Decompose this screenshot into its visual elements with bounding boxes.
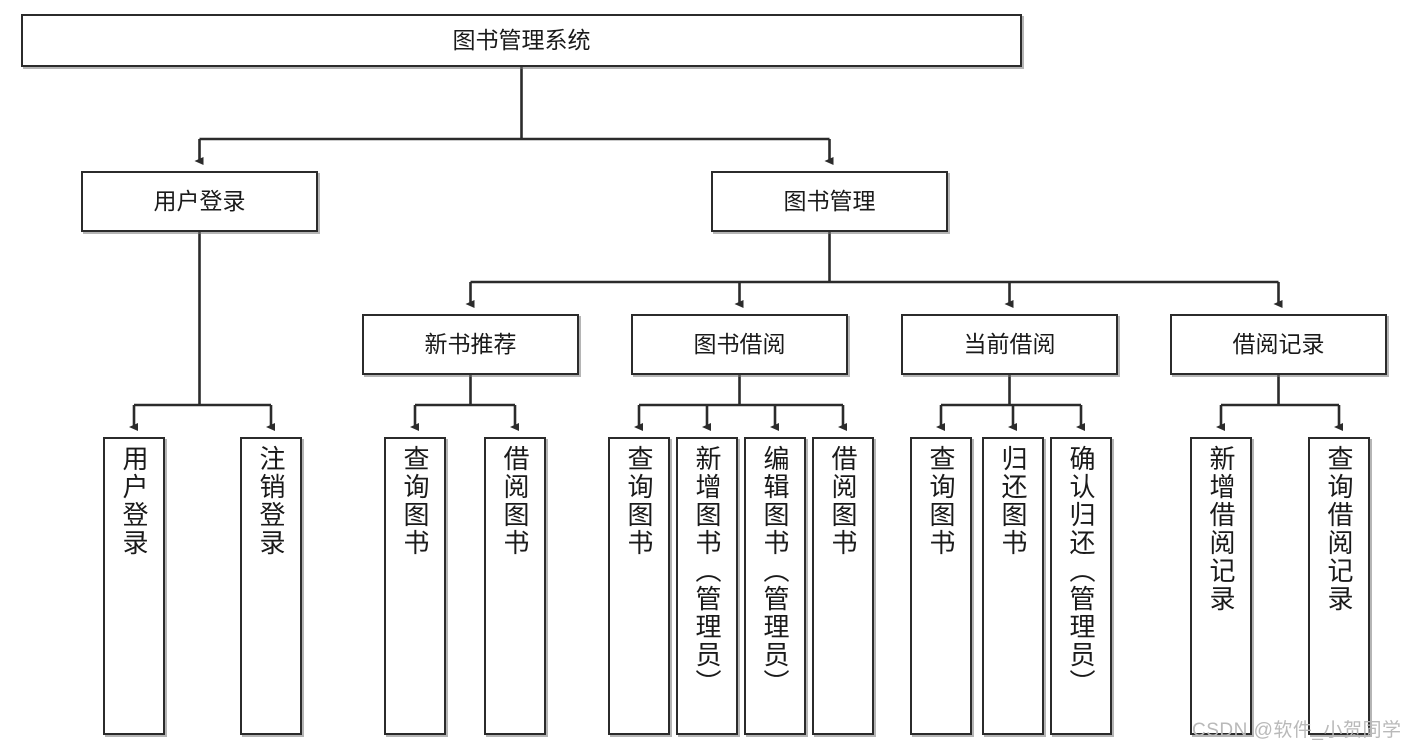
node-label: 查询借阅记录 — [1324, 445, 1354, 613]
node-label: 图书借阅 — [693, 330, 786, 357]
node-label: 查询图书 — [624, 445, 654, 557]
node-records[interactable]: 借阅记录 — [1170, 314, 1387, 375]
node-label: 编辑图书（管理员） — [760, 445, 790, 697]
node-label: 图书管理 — [783, 187, 876, 214]
node-b-edit[interactable]: 编辑图书（管理员） — [744, 437, 806, 735]
node-newbook[interactable]: 新书推荐 — [362, 314, 579, 375]
node-c-confirm[interactable]: 确认归还（管理员） — [1050, 437, 1112, 735]
node-n-query[interactable]: 查询图书 — [384, 437, 446, 735]
node-r-query[interactable]: 查询借阅记录 — [1308, 437, 1370, 735]
node-borrow[interactable]: 图书借阅 — [631, 314, 848, 375]
node-label: 注销登录 — [256, 445, 286, 557]
node-label: 用户登录 — [153, 187, 246, 214]
node-label: 图书管理系统 — [452, 26, 591, 53]
node-b-add[interactable]: 新增图书（管理员） — [676, 437, 738, 735]
node-login[interactable]: 用户登录 — [81, 171, 318, 232]
node-label: 新书推荐 — [424, 330, 517, 357]
node-label: 查询图书 — [926, 445, 956, 557]
node-label: 用户登录 — [119, 445, 149, 557]
node-c-return[interactable]: 归还图书 — [982, 437, 1044, 735]
node-c-query[interactable]: 查询图书 — [910, 437, 972, 735]
node-label: 借阅图书 — [828, 445, 858, 557]
node-label: 新增借阅记录 — [1206, 445, 1236, 613]
node-n-borrow[interactable]: 借阅图书 — [484, 437, 546, 735]
node-current[interactable]: 当前借阅 — [901, 314, 1118, 375]
node-b-query[interactable]: 查询图书 — [608, 437, 670, 735]
node-root[interactable]: 图书管理系统 — [21, 14, 1022, 67]
node-l-login[interactable]: 用户登录 — [103, 437, 165, 735]
node-r-add[interactable]: 新增借阅记录 — [1190, 437, 1252, 735]
node-b-lend[interactable]: 借阅图书 — [812, 437, 874, 735]
node-label: 当前借阅 — [963, 330, 1056, 357]
node-label: 借阅图书 — [500, 445, 530, 557]
node-l-logout[interactable]: 注销登录 — [240, 437, 302, 735]
node-bookmgmt[interactable]: 图书管理 — [711, 171, 948, 232]
node-label: 新增图书（管理员） — [692, 445, 722, 697]
node-label: 确认归还（管理员） — [1066, 445, 1096, 697]
csdn-watermark: CSDN @软件_小贺同学 — [1192, 720, 1402, 741]
node-label: 归还图书 — [998, 445, 1028, 557]
node-label: 查询图书 — [400, 445, 430, 557]
node-label: 借阅记录 — [1232, 330, 1325, 357]
